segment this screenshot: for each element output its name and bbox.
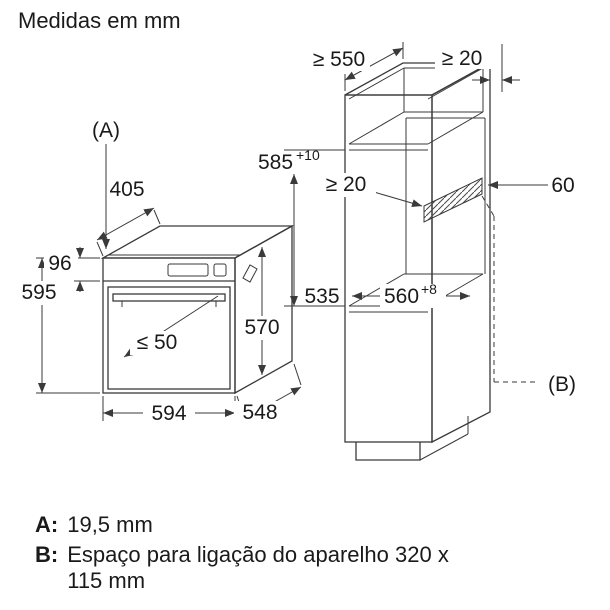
footnote-a-key: A: — [35, 512, 59, 537]
connection-space-hatch — [423, 177, 483, 223]
dim-rear-recess: ≥ 20 — [326, 173, 367, 196]
footnote-a: A: 19,5 mm — [35, 512, 487, 537]
cabinet-drawing: ≥ 550 ≥ 20 585 +10 ≥ 20 60 535 560 +8 (B… — [258, 42, 576, 461]
footnote-b-value: Espaço para ligação do aparelho 320 x 11… — [67, 542, 449, 593]
footnote-b: B: Espaço para ligação do aparelho 320 x… — [35, 542, 487, 593]
dim-inner-depth: 535 — [304, 285, 339, 308]
dim-oven-handle-clearance: ≤ 50 — [137, 331, 178, 354]
cabinet-dimension-labels: ≥ 550 ≥ 20 585 +10 ≥ 20 60 535 560 +8 (B… — [258, 47, 576, 396]
footnotes: A: 19,5 mm B: Espaço para ligação do apa… — [35, 512, 487, 598]
callout-b-label: (B) — [548, 373, 576, 396]
dim-oven-width: 594 — [151, 402, 186, 425]
oven-drawing: (A) 405 96 595 ≤ 50 570 594 548 — [14, 119, 302, 426]
page-title: Medidas em mm — [18, 8, 181, 33]
dim-top-rear-gap: ≥ 20 — [442, 47, 483, 70]
dim-niche-width-tolerance: +8 — [421, 281, 437, 297]
dim-niche-height-tolerance: +10 — [296, 147, 320, 163]
dim-oven-front-height: 570 — [244, 316, 279, 339]
footnote-a-value: 19,5 mm — [67, 512, 153, 537]
dim-oven-height: 595 — [21, 281, 56, 304]
control-knob — [213, 263, 227, 277]
cabinet-dimension-lines — [284, 42, 548, 307]
dim-oven-top-depth: 405 — [109, 178, 144, 201]
dim-niche-height: 585 — [258, 151, 293, 174]
dim-recess-offset: 60 — [551, 174, 574, 197]
oven-door — [107, 286, 231, 390]
callout-a-label: (A) — [92, 119, 120, 142]
oven-body — [100, 224, 295, 395]
oven-dimension-lines — [36, 144, 302, 421]
side-vent — [242, 264, 258, 283]
dim-niche-min-depth: ≥ 550 — [313, 48, 365, 71]
plinth — [355, 442, 421, 461]
connection-space-locator — [481, 195, 536, 383]
control-display — [167, 263, 209, 277]
dim-niche-width: 560 — [384, 285, 419, 308]
installation-dimension-diagram: (A) 405 96 595 ≤ 50 570 594 548 — [14, 42, 576, 461]
door-handle — [112, 293, 226, 302]
dim-oven-depth: 548 — [242, 401, 277, 424]
cabinet-body — [344, 61, 536, 461]
oven-dimension-labels: (A) 405 96 595 ≤ 50 570 594 548 — [14, 119, 288, 426]
footnote-b-key: B: — [35, 542, 59, 568]
dim-oven-panel-height: 96 — [48, 252, 71, 275]
